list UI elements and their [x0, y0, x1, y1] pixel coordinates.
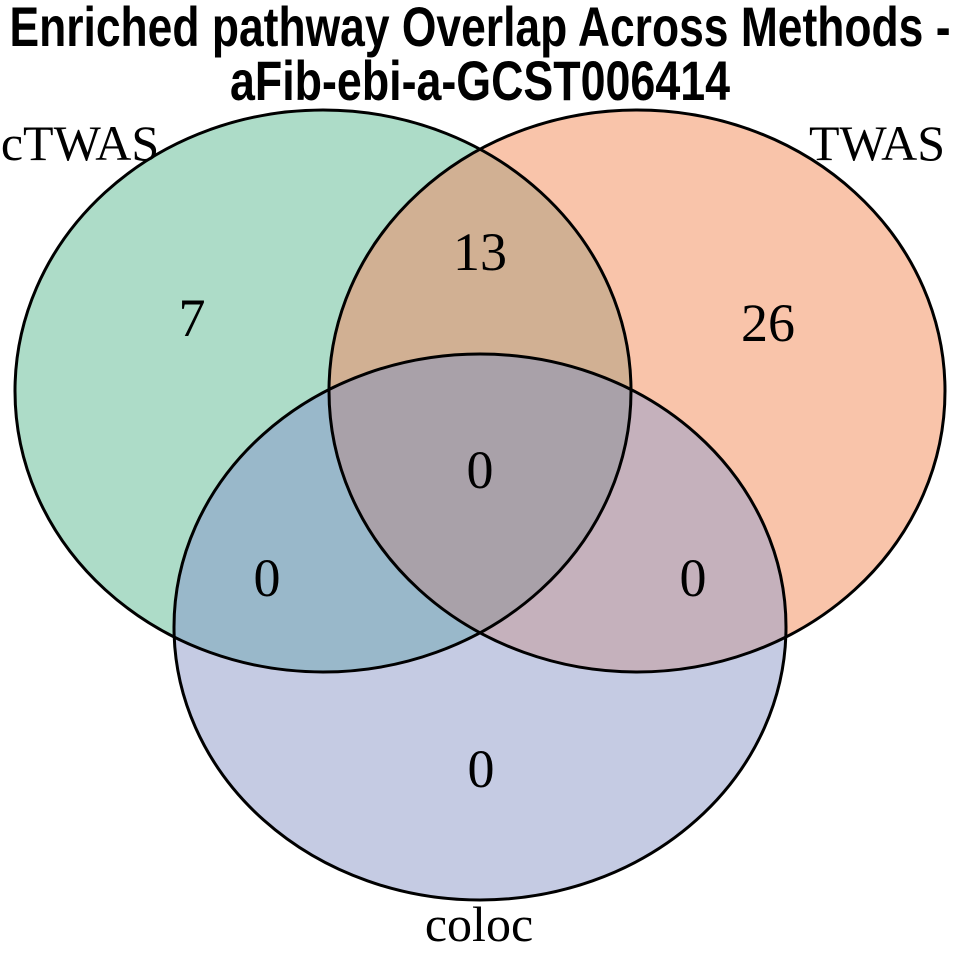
count-coloc-only: 0 [468, 739, 495, 799]
label-twas: TWAS [809, 115, 945, 171]
count-ctwas-only: 7 [179, 288, 206, 348]
coloc-circle-outline [172, 352, 788, 902]
count-ctwas-twas: 13 [453, 222, 507, 282]
count-twas-only: 26 [741, 293, 795, 353]
count-all-three: 0 [467, 440, 494, 500]
all-three-overlap-inner [329, 354, 631, 672]
label-ctwas: cTWAS [1, 115, 159, 171]
label-coloc: coloc [425, 896, 533, 952]
chart-title-line-2: aFib-ebi-a-GCST006414 [230, 49, 730, 112]
count-ctwas-coloc: 0 [254, 548, 281, 608]
all-three-overlap-fill [329, 354, 631, 672]
chart-title-line-1: Enriched pathway Overlap Across Methods … [10, 0, 951, 58]
count-twas-coloc: 0 [680, 548, 707, 608]
all-three-overlap-outer [329, 354, 631, 672]
